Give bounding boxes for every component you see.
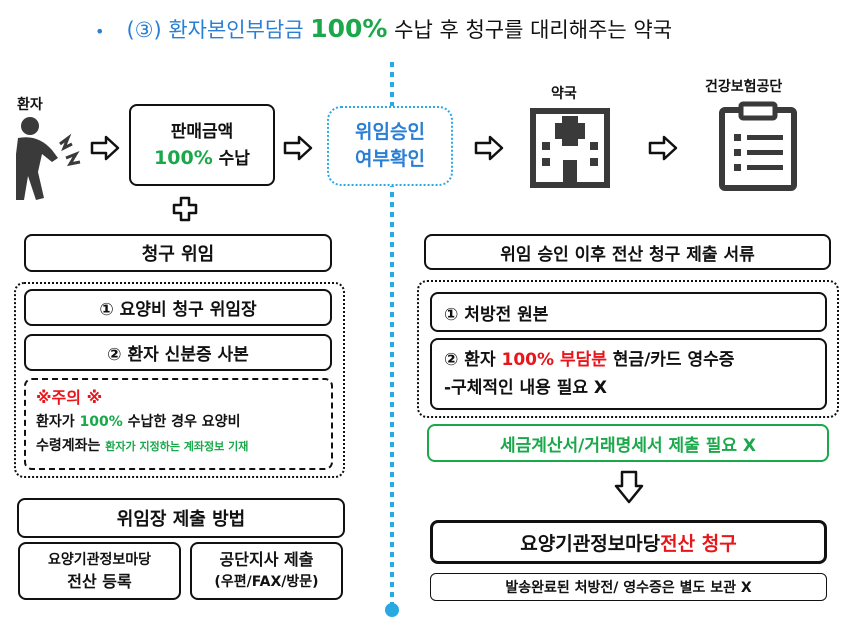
nhis-label: 건강보험공단 (705, 79, 783, 95)
documents-group (417, 280, 839, 418)
patient-pain-icon (16, 117, 81, 200)
arrow-down-icon (614, 470, 644, 504)
caution-line2-green: 환자가 지정하는 계좌정보 기재 (105, 440, 249, 453)
arrow-icon (474, 135, 504, 161)
sale-line1: 판매금액 (170, 121, 234, 142)
submit-highlight: 전산 청구 (660, 532, 737, 555)
sale-pct: 100% (154, 146, 213, 169)
delegation-item-1: ① 요양비 청구 위임장 (24, 289, 332, 326)
document-2-line1: ② 환자 100% 부담분 현금/카드 영수증 (444, 346, 734, 374)
caution-title: ※주의 ※ (36, 388, 103, 407)
document-2: ② 환자 100% 부담분 현금/카드 영수증 -구체적인 내용 필요 X (430, 338, 827, 410)
caution-line1-pct: 100% (79, 414, 123, 430)
method-online-line1: 요양기관정보마당 (47, 552, 152, 568)
pharmacy-label: 약국 (551, 86, 577, 102)
caution-box: ※주의 ※ 환자가 100% 수납한 경우 요양비 수령계좌는 환자가 지정하는… (24, 378, 333, 470)
delegation-header: 청구 위임 (24, 234, 332, 272)
sale-box: 판매금액 100% 수납 (129, 104, 275, 186)
caution-line2-a: 수령계좌는 (36, 438, 106, 454)
tax-note-box: 세금계산서/거래명세서 제출 필요 X (427, 424, 829, 462)
method-branch-line1: 공단지사 제출 (219, 550, 314, 569)
arrow-icon (283, 135, 313, 161)
sale-suffix: 수납 (212, 148, 250, 169)
sale-line2: 100% 수납 (154, 145, 250, 172)
document-2-b: 현금/카드 영수증 (606, 350, 735, 370)
document-2-line2: -구체적인 내용 필요 X (444, 378, 608, 398)
caution-line1-b: 수납한 경우 요양비 (122, 414, 241, 430)
method-online-box: 요양기관정보마당 전산 등록 (18, 542, 181, 600)
approval-line2: 여부확인 (355, 148, 425, 170)
documents-header: 위임 승인 이후 전산 청구 제출 서류 (424, 234, 831, 270)
method-header: 위임장 제출 방법 (17, 498, 345, 538)
title-highlight: 100% (310, 14, 388, 43)
title-bullet: • (95, 22, 105, 41)
submit-box: 요양기관정보마당 전산 청구 (430, 520, 827, 564)
title-suffix: 수납 후 청구를 대리해주는 약국 (387, 18, 673, 42)
document-2-red: 100% 부담분 (501, 350, 607, 370)
pharmacy-icon (530, 108, 610, 188)
delegation-item-2: ② 환자 신분증 사본 (24, 334, 332, 371)
title-prefix: (③) 환자본인부담금 (126, 18, 311, 42)
method-online-line2: 전산 등록 (67, 572, 132, 591)
patient-label: 환자 (17, 97, 43, 113)
method-branch-box: 공단지사 제출 (우편/FAX/방문) (190, 542, 343, 600)
approval-box: 위임승인 여부확인 (327, 106, 453, 186)
arrow-icon (90, 135, 120, 161)
delegation-group (14, 282, 345, 478)
document-1-label: ① 처방전 원본 (444, 304, 549, 325)
clipboard-icon (719, 101, 797, 191)
document-1: ① 처방전 원본 (430, 292, 827, 332)
approval-line1: 위임승인 (355, 121, 425, 143)
caution-line1-a: 환자가 (36, 414, 80, 430)
submit-label: 요양기관정보마당 (520, 532, 661, 555)
plus-icon (172, 196, 198, 222)
page-title: • (③) 환자본인부담금 100% 수납 후 청구를 대리해주는 약국 (95, 14, 672, 44)
method-branch-line2: (우편/FAX/방문) (214, 574, 319, 590)
document-2-a: ② 환자 (444, 350, 502, 370)
caution-line1: 환자가 100% 수납한 경우 요양비 (36, 410, 321, 434)
keep-note-box: 발송완료된 처방전/ 영수증은 별도 보관 X (430, 573, 827, 601)
caution-line2: 수령계좌는 환자가 지정하는 계좌정보 기재 (36, 434, 321, 459)
arrow-icon (648, 135, 678, 161)
